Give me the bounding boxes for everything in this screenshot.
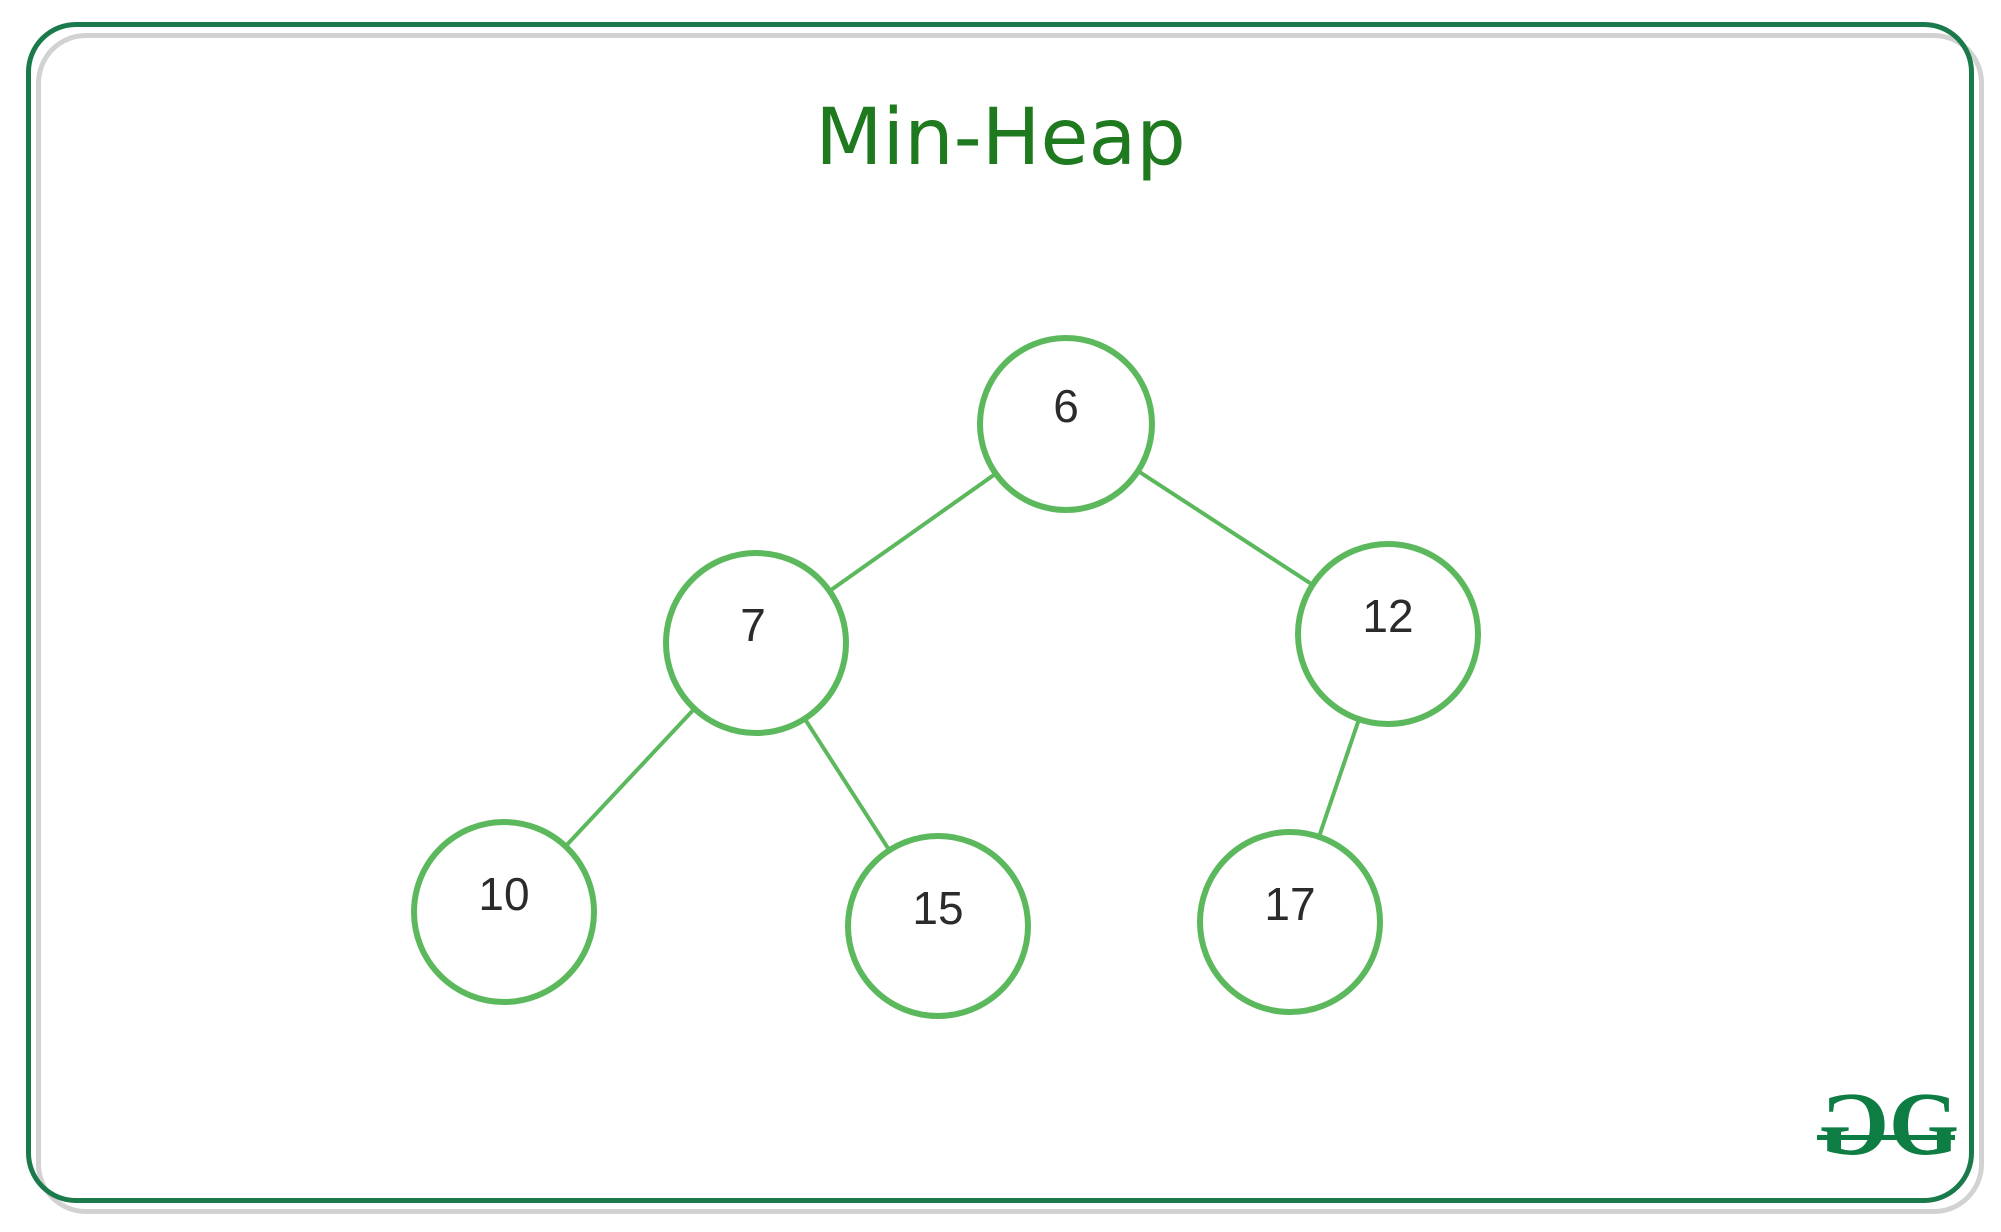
tree-node-left-child: 7 bbox=[663, 550, 849, 736]
logo-strikethrough-bar bbox=[1816, 1135, 1955, 1140]
tree-node-root: 6 bbox=[977, 335, 1155, 513]
tree-node-value: 6 bbox=[1053, 380, 1079, 432]
logo-reversed-g-glyph: G bbox=[1824, 1075, 1889, 1174]
tree-node-right-child: 12 bbox=[1295, 541, 1481, 727]
frame-shadow-border bbox=[36, 33, 1984, 1214]
tree-node-leaf-10: 10 bbox=[411, 819, 597, 1005]
tree-node-leaf-17: 17 bbox=[1197, 829, 1383, 1015]
tree-node-circle bbox=[977, 335, 1155, 513]
logo-g-glyph: G bbox=[1888, 1075, 1959, 1174]
tree-node-circle bbox=[1295, 541, 1481, 727]
tree-node-value: 10 bbox=[478, 868, 529, 920]
tree-node-leaf-15: 15 bbox=[845, 833, 1031, 1019]
tree-node-circle bbox=[845, 833, 1031, 1019]
page-title: Min-Heap bbox=[815, 93, 1186, 183]
tree-node-circle bbox=[1197, 829, 1383, 1015]
tree-node-value: 15 bbox=[912, 882, 963, 934]
frame-green-border bbox=[26, 22, 1974, 1203]
tree-node-circle bbox=[411, 819, 597, 1005]
tree-node-value: 7 bbox=[740, 599, 766, 651]
geeksforgeeks-logo: GG bbox=[1816, 1075, 1959, 1174]
tree-node-value: 12 bbox=[1362, 590, 1413, 642]
tree-node-circle bbox=[663, 550, 849, 736]
tree-node-value: 17 bbox=[1264, 878, 1315, 930]
